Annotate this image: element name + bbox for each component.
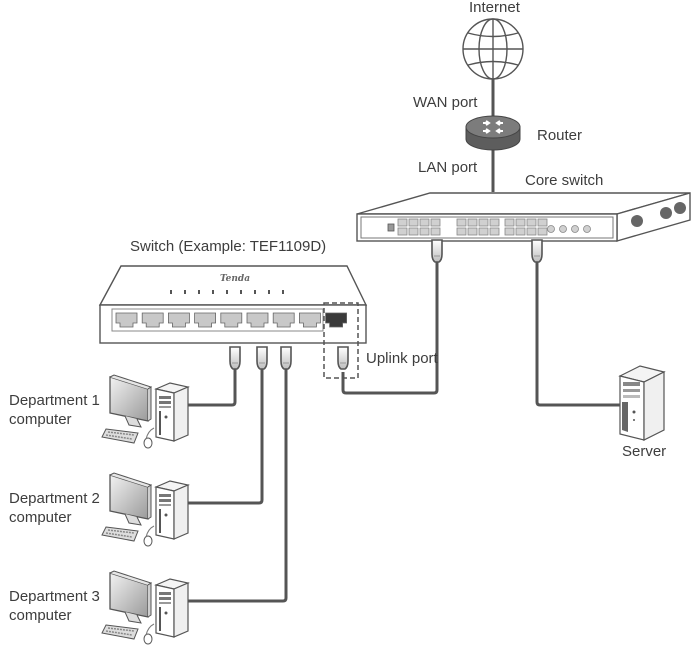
computer-label-line1: Department 2: [9, 490, 100, 507]
core-switch-port: [397, 227, 408, 236]
sfp-port: [571, 225, 579, 233]
core-switch-port: [489, 218, 500, 227]
core-switch-device: [356, 192, 691, 242]
lan-port: [115, 312, 138, 328]
sfp-port: [547, 225, 555, 233]
computer-icon-dept1: [101, 374, 189, 449]
core-switch-port: [515, 218, 526, 227]
core-switch-port: [456, 218, 467, 227]
port-led: [170, 290, 172, 294]
port-led: [226, 290, 228, 294]
core-switch-port: [478, 218, 489, 227]
core-switch-port: [504, 227, 515, 236]
core-switch-port: [467, 227, 478, 236]
lan-port: [272, 312, 295, 328]
computer-label-line2: computer: [9, 411, 72, 428]
core-switch-port: [526, 227, 537, 236]
cable-switch-dept3: [186, 368, 288, 603]
router-label: Router: [537, 127, 583, 144]
core-switch-port: [537, 227, 548, 236]
computer-icon-dept2: [101, 472, 189, 547]
port-led: [212, 290, 214, 294]
port-led: [240, 290, 242, 294]
core-switch-port: [456, 227, 467, 236]
switch-port-group: [115, 312, 347, 328]
router-icon: [465, 115, 521, 151]
computer-label-dept1: Department 1 computer: [9, 391, 100, 429]
uplink-port: [325, 312, 347, 328]
lan-port-label: LAN port: [418, 159, 478, 176]
core-switch-port: [478, 227, 489, 236]
cable-core-switch-uplink: [341, 262, 439, 395]
switch-label: Switch (Example: TEF1109D): [130, 238, 327, 255]
lan-port: [246, 312, 269, 328]
core-switch-port: [419, 218, 430, 227]
port-led: [184, 290, 186, 294]
switch-led-row: [170, 290, 284, 294]
computer-label-dept3: Department 3 computer: [9, 587, 100, 625]
core-switch-port: [467, 218, 478, 227]
port-led: [254, 290, 256, 294]
wan-port-label: WAN port: [413, 94, 478, 111]
core-switch-port: [408, 227, 419, 236]
globe-icon: [462, 18, 524, 80]
core-switch-port: [515, 227, 526, 236]
lan-port: [194, 312, 216, 328]
port-led: [268, 290, 270, 294]
lan-port: [168, 312, 190, 328]
uplink-port-highlight: [323, 302, 359, 379]
core-switch-port: [526, 218, 537, 227]
core-switch-port: [430, 227, 441, 236]
access-switch-device: Tenda: [98, 265, 368, 379]
core-switch-port: [537, 218, 548, 227]
port-led: [198, 290, 200, 294]
computer-label-line2: computer: [9, 509, 72, 526]
port-led: [282, 290, 284, 294]
cables: [186, 62, 620, 603]
core-switch-port: [397, 218, 408, 227]
switch-brand-logo: Tenda: [220, 274, 250, 284]
computer-label-line1: Department 3: [9, 588, 100, 605]
core-switch-port: [489, 227, 500, 236]
core-switch-port-group: [397, 218, 591, 236]
uplink-port-label: Uplink port: [366, 350, 438, 367]
lan-port: [220, 312, 243, 328]
cable-core-switch-server: [535, 262, 620, 407]
lan-port: [299, 312, 321, 328]
cable-switch-dept2: [186, 368, 264, 505]
cable-switch-dept1: [186, 368, 237, 407]
sfp-port: [559, 225, 567, 233]
computer-label-line1: Department 1: [9, 392, 100, 409]
computer-label-dept2: Department 2 computer: [9, 489, 100, 527]
internet-label: Internet: [469, 0, 520, 16]
core-switch-label: Core switch: [525, 172, 604, 189]
core-switch-port: [504, 218, 515, 227]
core-switch-port: [408, 218, 419, 227]
computer-label-line2: computer: [9, 607, 72, 624]
computer-icon-dept3: [101, 570, 189, 645]
core-switch-port: [419, 227, 430, 236]
core-switch-port: [430, 218, 441, 227]
lan-port: [141, 312, 164, 328]
sfp-port: [583, 225, 591, 233]
server-icon: [618, 365, 666, 441]
server-label: Server: [622, 443, 667, 460]
